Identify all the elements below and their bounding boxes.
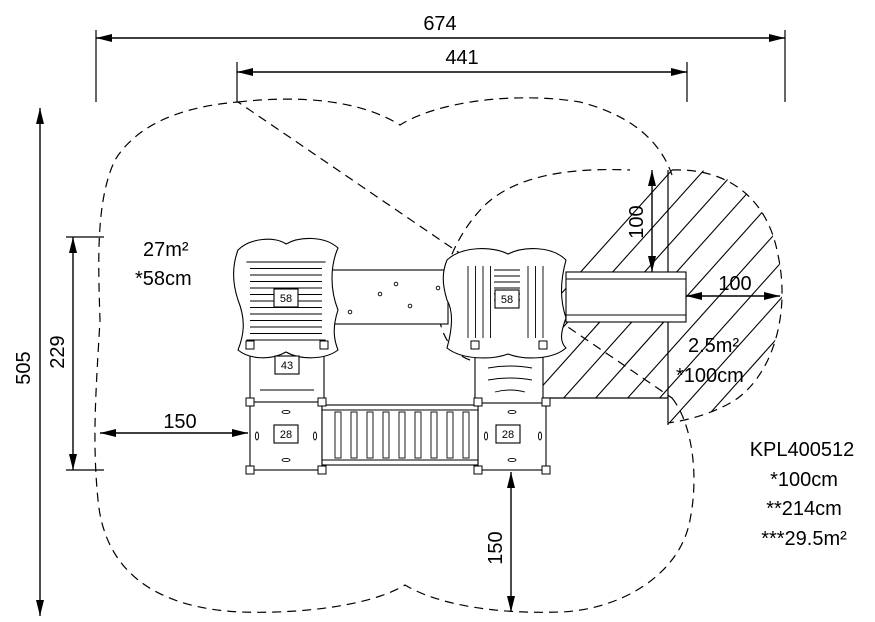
svg-text:58: 58 <box>280 293 292 305</box>
dimension-structure-depth: 229 <box>47 236 104 471</box>
label-505: 505 <box>13 351 35 384</box>
svg-text:43: 43 <box>281 360 293 372</box>
product-spec-1: *100cm <box>770 469 838 491</box>
tag-left-tower: 58 <box>273 288 299 308</box>
label-150-bottom: 150 <box>485 531 507 564</box>
label-150-left: 150 <box>163 411 196 433</box>
dimension-structure-width: 441 <box>236 47 688 102</box>
tag-right-platform: 28 <box>495 424 521 444</box>
play-structure: 58 58 43 28 28 <box>232 237 687 475</box>
slide-fall-height-label: *100cm <box>676 365 744 387</box>
label-100-vertical: 100 <box>626 205 648 238</box>
dimension-slide-height: 100 <box>626 170 656 272</box>
slide-area-label: 2.5m² <box>688 335 739 357</box>
dimension-bottom-clearance: 150 <box>485 472 515 612</box>
main-area-label: 27m² <box>143 239 189 261</box>
tag-left-platform: 28 <box>273 424 299 444</box>
main-fall-height-label: *58cm <box>135 268 192 290</box>
corner-posts <box>245 340 551 475</box>
tag-step-block: 43 <box>274 355 300 375</box>
product-code: KPL400512 <box>750 439 855 461</box>
product-spec-3: ***29.5m² <box>761 528 847 550</box>
upper-bridge <box>329 269 449 325</box>
label-441: 441 <box>445 47 478 69</box>
product-spec-2: **214cm <box>766 498 842 520</box>
svg-text:28: 28 <box>280 429 292 441</box>
label-674: 674 <box>423 13 456 35</box>
slide <box>565 271 687 323</box>
safety-zone-outline <box>94 97 695 613</box>
label-100-horizontal: 100 <box>718 273 751 295</box>
tag-right-tower: 58 <box>494 289 520 309</box>
label-229: 229 <box>47 335 69 368</box>
dimension-slide-width: 100 <box>686 273 780 300</box>
rope-bridge <box>321 404 479 466</box>
svg-text:58: 58 <box>501 294 513 306</box>
dimension-left-clearance: 150 <box>100 411 248 437</box>
dimension-overall-depth: 505 <box>13 108 44 616</box>
svg-text:28: 28 <box>502 429 514 441</box>
dimension-overall-width: 674 <box>95 13 786 102</box>
